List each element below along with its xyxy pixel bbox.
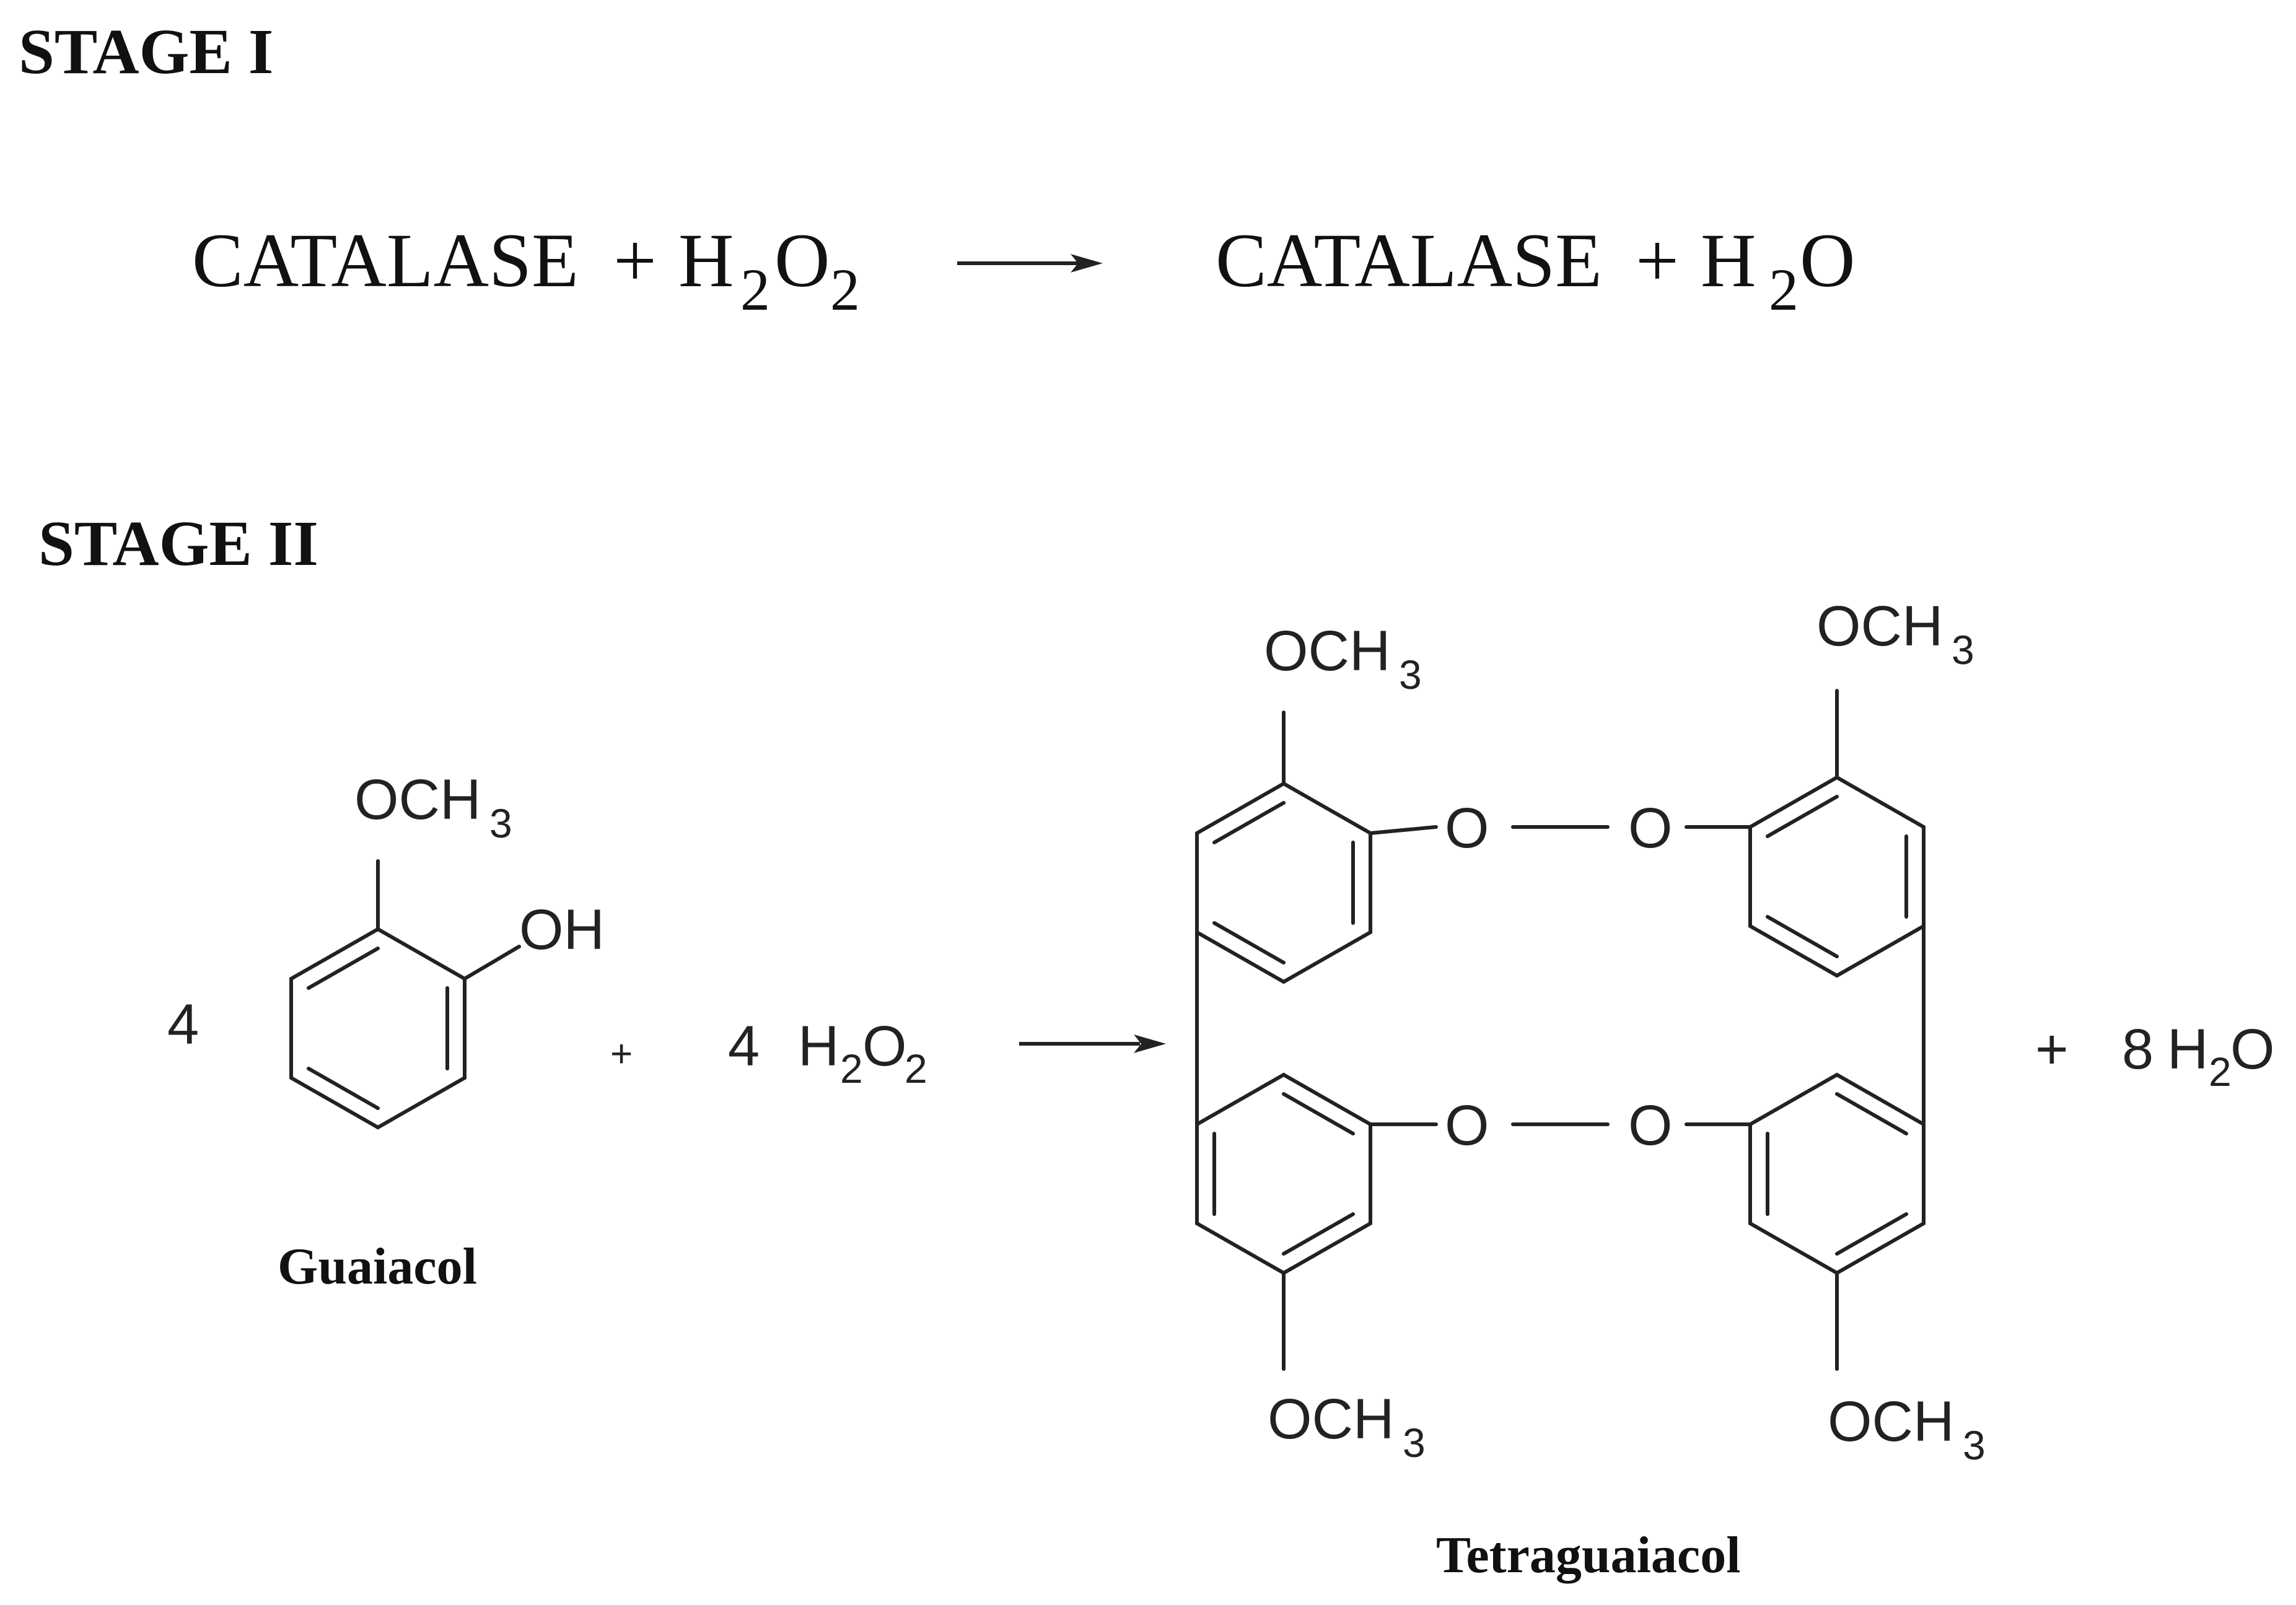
stage-2-arrow	[1019, 1034, 1166, 1053]
tetraguaiacol-ring-top-left	[1195, 781, 1372, 984]
stage-1-title: STAGE I	[19, 16, 273, 87]
h2o2-h-subscript: 2	[840, 1046, 863, 1091]
hydrogen-peroxide-formula: H 2 O 2	[798, 1015, 927, 1091]
water-o: O	[2230, 1018, 2275, 1081]
guaiacol-double-bond	[307, 947, 380, 990]
water-formula: 8 H 2 O	[2122, 1018, 2275, 1095]
double-bond	[1835, 1212, 1908, 1256]
stage-1-water-subscript: 2	[1769, 256, 1799, 323]
guaiacol-double-bond	[307, 1067, 380, 1110]
water-coefficient: 8	[2122, 1018, 2154, 1081]
stage-1-plus-product: +	[1636, 218, 1679, 303]
plus-sign-1: +	[610, 1033, 633, 1075]
guaiacol-structure: OCH 3 OH	[289, 768, 605, 1130]
stage-1-h-reactant: H	[678, 218, 734, 303]
water-h: H	[2167, 1018, 2208, 1081]
h2o2-o: O	[862, 1015, 907, 1078]
methoxy-label-bottom-right: OCH	[1828, 1390, 1954, 1453]
guaiacol-hydroxyl-label: OH	[519, 898, 605, 961]
stage-1-products: CATALASE + H 2 O	[1216, 218, 1856, 323]
methoxy-subscript: 3	[1963, 1422, 1986, 1468]
double-bond	[1766, 795, 1839, 838]
double-bond	[1212, 921, 1286, 964]
oxygen-label: O	[1628, 797, 1673, 860]
double-bond	[1835, 1092, 1908, 1135]
stage-1-o-reactant: O	[774, 218, 830, 303]
stage-1-h-product: H	[1701, 218, 1756, 303]
stage-2-title: STAGE II	[38, 508, 318, 579]
methoxy-label-top-right: OCH	[1816, 595, 1943, 658]
stage-1-reactants: CATALASE + H 2 O 2	[192, 218, 860, 323]
stage-1-enzyme-product: CATALASE	[1216, 218, 1602, 303]
double-bond	[1282, 1092, 1355, 1135]
double-bond	[1766, 915, 1839, 958]
oxygen-label: O	[1445, 1094, 1489, 1157]
guaiacol-methoxy-label: OCH	[354, 768, 481, 831]
stage-1-plus-reactant: +	[613, 218, 657, 303]
tetraguaiacol-ring-bottom-left	[1195, 1072, 1372, 1275]
h2o2-coefficient: 4	[728, 1015, 760, 1078]
methoxy-subscript: 3	[1403, 1420, 1426, 1466]
h2o2-h: H	[798, 1015, 839, 1078]
methoxy-subscript: 3	[1952, 627, 1974, 673]
double-bond	[1282, 1212, 1355, 1256]
guaiacol-coefficient: 4	[167, 993, 199, 1056]
plus-sign-2: +	[2035, 1018, 2069, 1081]
stage-1-h-subscript: 2	[740, 256, 770, 323]
methoxy-subscript: 3	[1399, 652, 1422, 698]
tetraguaiacol-ring-bottom-right	[1748, 1072, 1926, 1275]
water-h-subscript: 2	[2209, 1049, 2232, 1095]
h2o2-o-subscript: 2	[905, 1046, 927, 1091]
stage-1-o-subscript: 2	[830, 256, 860, 323]
oxygen-label: O	[1445, 797, 1489, 860]
double-bond	[1212, 801, 1286, 844]
guaiacol-hydroxyl-bond	[463, 945, 521, 981]
guaiacol-name: Guaiacol	[278, 1238, 477, 1295]
ether-bond	[1369, 825, 1438, 835]
oxygen-label: O	[1628, 1094, 1673, 1157]
guaiacol-methoxy-subscript: 3	[489, 800, 512, 846]
methoxy-label-top-left: OCH	[1264, 619, 1390, 683]
tetraguaiacol-ring-top-right	[1748, 775, 1926, 978]
stage-1-enzyme-reactant: CATALASE	[192, 218, 579, 303]
tetraguaiacol-structure: O O O O OCH 3 OCH 3 OCH 3 OCH 3	[1195, 595, 1986, 1468]
methoxy-label-bottom-left: OCH	[1268, 1388, 1394, 1451]
stage-1-o-product: O	[1800, 218, 1856, 303]
guaiacol-ring	[289, 927, 467, 1130]
tetraguaiacol-name: Tetraguaiacol	[1436, 1526, 1741, 1584]
stage-1-arrow	[957, 254, 1103, 273]
